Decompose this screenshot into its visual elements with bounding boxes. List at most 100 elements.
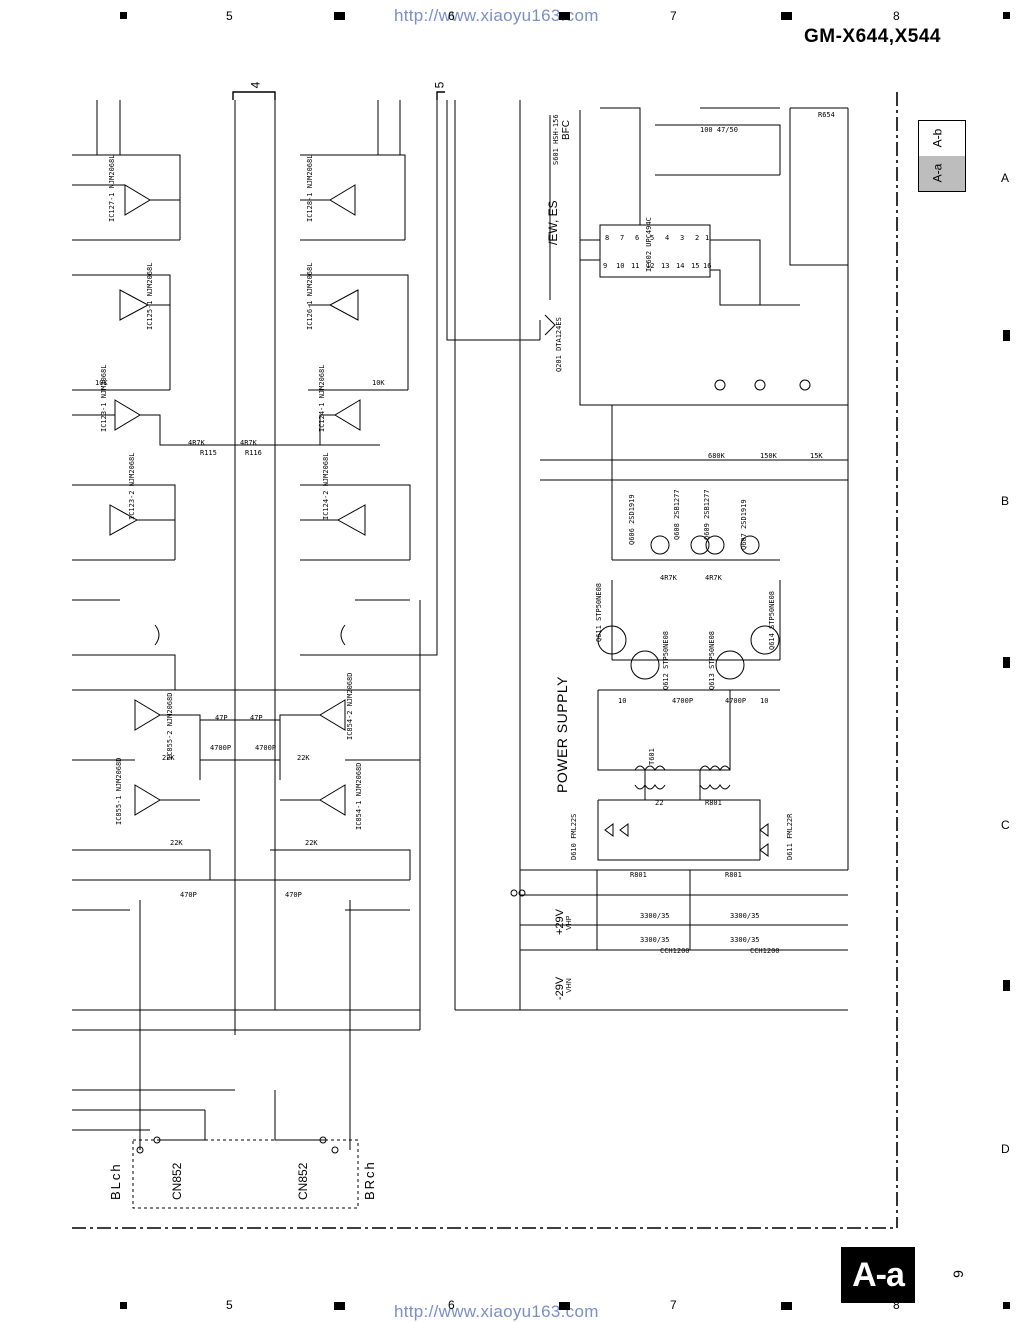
registration-mark <box>781 1302 792 1310</box>
svg-text:CCH1200: CCH1200 <box>660 947 690 955</box>
column-number: 6 <box>448 9 455 23</box>
svg-text:22K: 22K <box>162 754 175 762</box>
svg-text:10: 10 <box>618 697 626 705</box>
svg-text:5: 5 <box>650 234 654 242</box>
svg-text:CCH1200: CCH1200 <box>750 947 780 955</box>
signal-label-ew-es: /EW, ES <box>546 200 560 245</box>
mosfet-symbol <box>630 650 660 680</box>
part-label: D611 FML22R <box>786 813 794 860</box>
transformer-coil <box>699 784 731 790</box>
svg-text:3300/35: 3300/35 <box>730 936 760 944</box>
svg-text:4700P: 4700P <box>255 744 276 752</box>
svg-text:2: 2 <box>695 234 699 242</box>
block-bracket-5 <box>436 91 445 100</box>
mosfet-symbol <box>597 625 627 655</box>
sheet-badge: A-a <box>841 1247 915 1303</box>
ic-label: IC126-1 NJM2068L <box>306 262 314 330</box>
opamp-symbol <box>124 184 151 216</box>
svg-text:12: 12 <box>646 262 654 270</box>
svg-text:4700P: 4700P <box>672 697 693 705</box>
part-label: Q609 2SB1277 <box>703 489 711 540</box>
svg-text:R116: R116 <box>245 449 262 457</box>
svg-text:470P: 470P <box>285 891 302 899</box>
block-label-5: 5 <box>432 81 447 89</box>
svg-text:47P: 47P <box>215 714 228 722</box>
registration-mark <box>1003 1302 1010 1309</box>
column-number: 8 <box>893 1298 900 1312</box>
part-label: Q201 DTA124ES <box>555 317 563 372</box>
svg-text:4R7K: 4R7K <box>705 574 723 582</box>
transistor-symbol <box>650 535 670 555</box>
registration-mark <box>781 12 792 20</box>
connector-label-left: CN852 <box>170 1162 184 1200</box>
opamp-symbol <box>319 699 346 731</box>
registration-mark <box>334 12 345 20</box>
part-label: Q607 2SD1919 <box>740 499 748 550</box>
registration-mark <box>559 1302 570 1310</box>
transistor-symbol <box>705 535 725 555</box>
connector-label-right: CN852 <box>296 1162 310 1200</box>
model-title: GM-X644,X544 <box>804 26 941 47</box>
svg-text:4: 4 <box>665 234 669 242</box>
thermistor-symbol <box>754 379 766 391</box>
svg-text:R115: R115 <box>200 449 217 457</box>
ic-label: IC855-2 NJM2068D <box>166 692 174 760</box>
svg-text:15: 15 <box>691 262 699 270</box>
thermistor-symbol <box>799 379 811 391</box>
part-label: Q608 2SB1277 <box>673 489 681 540</box>
registration-mark <box>559 12 570 20</box>
transformer-coil <box>634 784 666 790</box>
svg-text:R801: R801 <box>630 871 647 879</box>
svg-text:10: 10 <box>760 697 768 705</box>
ic-label: IC124-1 NJM2068L <box>318 364 326 432</box>
header-url[interactable]: http://www.xiaoyu163.com <box>394 6 599 25</box>
registration-mark <box>1003 980 1010 991</box>
svg-text:13: 13 <box>661 262 669 270</box>
registration-mark <box>120 1302 127 1309</box>
registration-mark <box>1003 330 1010 341</box>
transistor-symbol <box>740 535 760 555</box>
ic602-outline <box>599 224 711 278</box>
connector-pin <box>319 1136 327 1144</box>
svg-text:150K: 150K <box>760 452 778 460</box>
registration-mark <box>334 1302 345 1310</box>
power-supply-title: POWER SUPPLY <box>554 676 570 793</box>
opamp-symbol <box>334 399 361 431</box>
registration-mark <box>120 12 127 19</box>
mosfet-symbol <box>750 625 780 655</box>
terminal <box>518 889 526 897</box>
part-label: Q613 STP50NE08 <box>708 630 716 690</box>
row-letter: D <box>1001 1142 1010 1156</box>
column-number: 7 <box>670 9 677 23</box>
svg-text:4R7K: 4R7K <box>188 439 206 447</box>
diode-symbol <box>604 823 614 837</box>
transistor-q201 <box>544 314 556 336</box>
connector-outline <box>132 1139 359 1209</box>
svg-text:R654: R654 <box>818 111 835 119</box>
part-label: T601 <box>648 748 656 765</box>
part-label: BFC <box>561 120 572 140</box>
ic-label: IC854-2 NJM2068D <box>346 672 354 740</box>
opamp-symbol <box>329 184 356 216</box>
svg-text:14: 14 <box>676 262 684 270</box>
svg-text:R801: R801 <box>705 799 722 807</box>
connector-pin <box>331 1146 339 1154</box>
svg-text:1: 1 <box>705 234 709 242</box>
column-number: 8 <box>893 9 900 23</box>
svg-text:47P: 47P <box>250 714 263 722</box>
mosfet-symbol <box>715 650 745 680</box>
svg-text:22: 22 <box>655 799 663 807</box>
thermistor-symbol <box>714 379 726 391</box>
rail-negative-sub: VHN <box>566 978 573 993</box>
row-letter: C <box>1001 818 1010 832</box>
column-number: 7 <box>670 1298 677 1312</box>
block-label-4: 4 <box>248 81 263 89</box>
footer-url[interactable]: http://www.xiaoyu163.com <box>394 1302 599 1321</box>
channel-label-brch: BRch <box>362 1160 377 1200</box>
ic-label: IC127-1 NJM2068L <box>108 154 116 222</box>
svg-text:R801: R801 <box>725 871 742 879</box>
opamp-symbol <box>114 399 141 431</box>
svg-text:100 47/50: 100 47/50 <box>700 126 738 134</box>
column-number: 5 <box>226 1298 233 1312</box>
